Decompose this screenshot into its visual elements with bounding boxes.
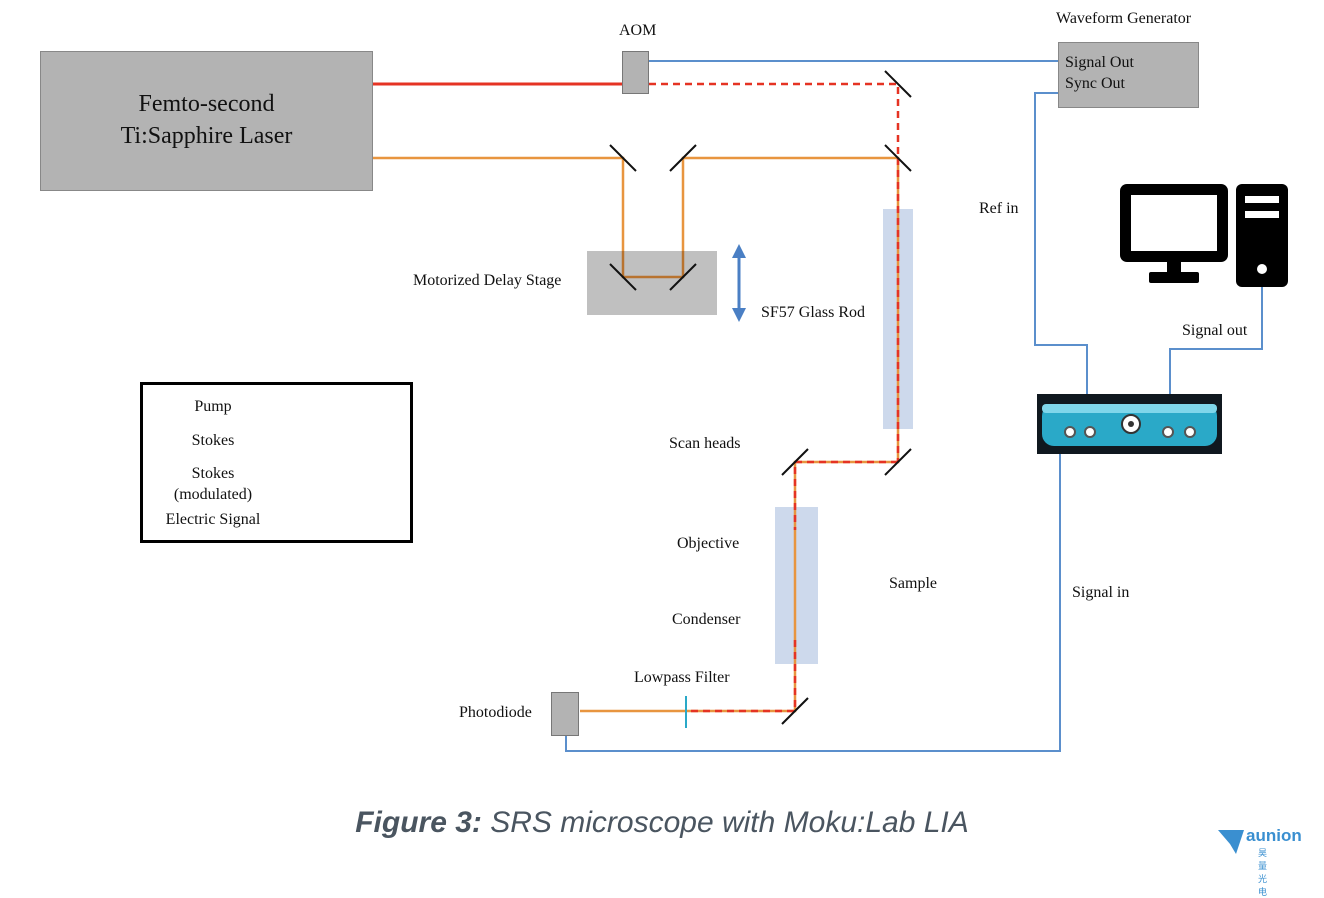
objective-condenser-block <box>775 507 818 664</box>
pump-beam <box>373 156 900 713</box>
caption-label: Figure 3: <box>355 806 482 839</box>
sample-label: Sample <box>889 575 937 592</box>
legend-stokes-mod-label-1: Stokes <box>191 465 235 482</box>
delay-stage-box <box>587 251 717 315</box>
signal-out-port-label: Signal Out <box>1065 54 1134 71</box>
double-arrow-icon <box>732 244 746 322</box>
signal-in-label: Signal in <box>1072 584 1130 601</box>
legend-electric-label: Electric Signal <box>165 511 261 528</box>
caption-text: SRS microscope with Moku:Lab LIA <box>490 806 969 839</box>
watermark-logo-icon <box>1218 830 1244 854</box>
watermark-sub: 昊量光电 <box>1258 848 1269 897</box>
legend-stokes-mod-label-2: (modulated) <box>173 486 253 503</box>
signal-out-label: Signal out <box>1182 322 1248 339</box>
laser-box: Femto-second Ti:Sapphire Laser <box>40 51 373 191</box>
figure-caption: Figure 3: SRS microscope with Moku:Lab L… <box>0 806 1324 840</box>
condenser-label: Condenser <box>672 611 741 628</box>
watermark-main: aunion <box>1246 826 1302 845</box>
legend: Pump Stokes Stokes (modulated) Electric … <box>140 382 413 543</box>
photodiode-box <box>551 692 579 736</box>
legend-stokes-label: Stokes <box>191 432 235 449</box>
computer-icon <box>1120 184 1288 287</box>
optical-diagram <box>273 60 1288 854</box>
moku-lab-device-icon <box>1037 394 1222 454</box>
aom-label: AOM <box>619 22 657 39</box>
scan-heads-label: Scan heads <box>669 435 741 452</box>
glass-rod-label: SF57 Glass Rod <box>761 304 866 321</box>
ref-in-label: Ref in <box>979 200 1019 217</box>
electric-lines <box>565 60 1263 752</box>
aom-box <box>622 51 649 94</box>
objective-label: Objective <box>677 535 740 552</box>
waveform-generator-box: Signal Out Sync Out <box>1058 42 1199 108</box>
sync-out-port-label: Sync Out <box>1065 75 1125 92</box>
delay-stage-label: Motorized Delay Stage <box>413 272 562 289</box>
mirror-icon <box>609 70 912 725</box>
lowpass-filter-label: Lowpass Filter <box>634 669 730 686</box>
waveform-generator-title: Waveform Generator <box>1056 10 1192 27</box>
laser-label-line2: Ti:Sapphire Laser <box>120 123 293 149</box>
legend-pump-label: Pump <box>194 398 232 415</box>
laser-label-line1: Femto-second <box>138 91 275 117</box>
photodiode-label: Photodiode <box>459 704 532 721</box>
